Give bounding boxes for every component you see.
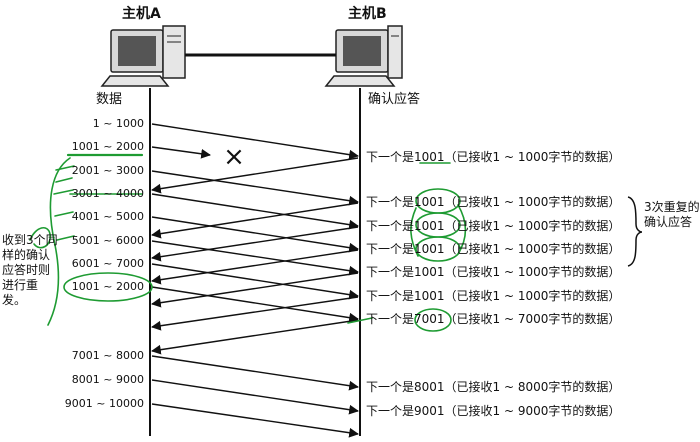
handwritten-annotations [29,153,467,332]
ack-label: 下一个是8001（已接收1 ~ 8000字节的数据） [366,380,621,394]
data-segment-arrows [151,123,359,438]
segment-label: 7001 ~ 8000 [71,349,144,362]
fast-retransmit-note: 收到3个同样的确认应答时则进行重发。 [2,233,58,307]
segment-label: 1001 ~ 2000 [71,140,144,153]
segment-label: 1 ~ 1000 [92,117,144,130]
ack-column-header: 确认应答 [368,92,421,107]
lost-segment-mark: × [223,142,245,172]
ack-label: 下一个是1001（已接收1 ~ 1000字节的数据） [366,289,621,303]
segment-label: 1001 ~ 2000 [71,280,144,293]
ack-label: 下一个是1001（已接收1 ~ 1000字节的数据） [366,242,621,256]
host-a-computer-icon [100,25,186,87]
ack-label: 下一个是1001（已接收1 ~ 1000字节的数据） [366,150,621,164]
segment-label: 4001 ~ 5000 [71,210,144,223]
host-a-label: 主机A [122,6,161,22]
ack-label: 下一个是9001（已接收1 ~ 9000字节的数据） [366,404,621,418]
segment-label: 6001 ~ 7000 [71,257,144,270]
ack-label: 下一个是1001（已接收1 ~ 1000字节的数据） [366,265,621,279]
host-b-label: 主机B [348,6,387,22]
segment-label: 5001 ~ 6000 [71,234,144,247]
triple-dup-annotation: 3次重复的确认应答 [644,200,700,229]
segment-label: 3001 ~ 4000 [71,187,144,200]
ack-label: 下一个是1001（已接收1 ~ 1000字节的数据） [366,195,621,209]
segment-label: 2001 ~ 3000 [71,164,144,177]
triple-dup-bracket [627,196,643,267]
ack-arrows [151,157,359,355]
segment-label: 9001 ~ 10000 [64,397,144,410]
ack-label: 下一个是7001（已接收1 ~ 7000字节的数据） [366,312,621,326]
host-b-computer-icon [324,25,403,87]
data-column-header: 数据 [96,92,123,107]
segment-label: 8001 ~ 9000 [71,373,144,386]
ack-label: 下一个是1001（已接收1 ~ 1000字节的数据） [366,219,621,233]
